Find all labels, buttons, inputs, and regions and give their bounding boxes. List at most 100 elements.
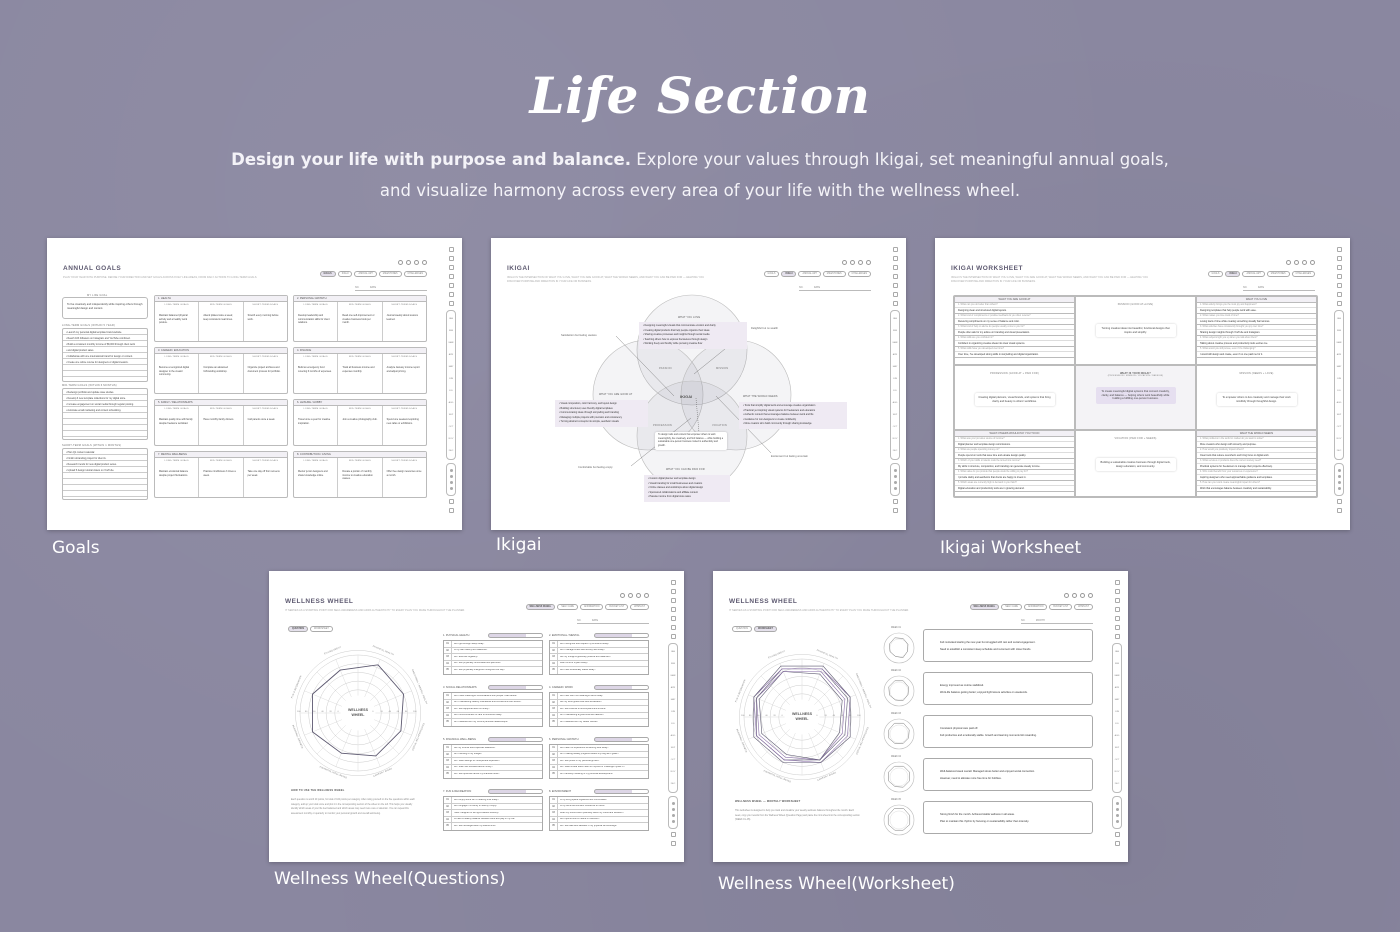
more-icon[interactable] <box>644 593 649 598</box>
notes-icon[interactable] <box>1336 499 1342 504</box>
goal-list-item[interactable]: • Launch my personal digital template br… <box>63 329 147 335</box>
share-icon[interactable] <box>406 260 411 265</box>
month-tab-jul[interactable]: JUL <box>671 723 675 725</box>
tab-affirmation[interactable]: AFFIRMATION <box>1023 604 1048 610</box>
month-tab-jan[interactable]: JAN <box>448 318 454 320</box>
tab-wishlist[interactable]: WISHLIST <box>630 604 649 610</box>
answer[interactable]: More creators who design with sincerity … <box>1197 442 1316 448</box>
notes-icon[interactable] <box>892 499 898 504</box>
month-tab-mar[interactable]: MAR <box>1114 675 1120 677</box>
quick-link-dot[interactable] <box>1115 802 1119 805</box>
chat-icon[interactable] <box>448 508 454 513</box>
answer[interactable]: Practical systems for freelancers to man… <box>1197 464 1316 470</box>
notes-icon[interactable] <box>448 499 454 504</box>
calendar-month-icon[interactable] <box>892 265 898 270</box>
mode-question[interactable]: QUESTION <box>732 626 752 632</box>
settings-icon[interactable] <box>1302 260 1307 265</box>
month-tab-feb[interactable]: FEB <box>448 330 454 332</box>
goal-list-item[interactable] <box>63 419 147 425</box>
month-tab-sep[interactable]: SEP <box>892 414 898 416</box>
month-tab-aug[interactable]: AUG <box>892 402 898 404</box>
quick-link-dot[interactable] <box>893 469 897 472</box>
calendar-icon[interactable] <box>1114 580 1120 585</box>
month-tab-feb[interactable]: FEB <box>1114 663 1120 665</box>
settings-icon[interactable] <box>414 260 419 265</box>
answer[interactable]: My skills in structure, composition, and… <box>955 464 1074 470</box>
tab-ikigai[interactable]: IKIGAI <box>781 271 797 277</box>
tab-affirmation[interactable]: AFFIRMATION <box>579 604 604 610</box>
month-tab-nov[interactable]: NOV <box>670 771 676 773</box>
month-tab-nov[interactable]: NOV <box>1336 438 1342 440</box>
month-tab-jan[interactable]: JAN <box>1336 318 1342 320</box>
quick-link-dot[interactable] <box>1337 475 1341 478</box>
goal-list-item[interactable] <box>63 365 147 371</box>
month-tab-may[interactable]: MAY <box>1336 366 1342 368</box>
answer[interactable]: People often ask for my advice on brandi… <box>955 330 1074 336</box>
month-tab-dec[interactable]: DEC <box>1114 783 1120 785</box>
score-slider[interactable] <box>594 633 649 638</box>
goal-list[interactable]: • Redesign portfolio and update case stu… <box>62 388 148 440</box>
chat-icon[interactable] <box>892 508 898 513</box>
month-tab-dec[interactable]: DEC <box>670 783 676 785</box>
tab-self-care[interactable]: SELF CARE <box>557 604 578 610</box>
cell-answer[interactable]: Turning creative ideas into beautiful, f… <box>1096 324 1176 337</box>
quick-link-dot[interactable] <box>449 475 453 478</box>
month-tab-jul[interactable]: JUL <box>893 390 897 392</box>
month-tab-aug[interactable]: AUG <box>1336 402 1342 404</box>
goal-list-item[interactable] <box>63 491 147 497</box>
month-tab-dec[interactable]: DEC <box>1336 450 1342 452</box>
month-tab-nov[interactable]: NOV <box>892 438 898 440</box>
chat-icon[interactable] <box>1336 508 1342 513</box>
number-date-field[interactable]: NO. DATE <box>355 286 427 291</box>
score-slider[interactable] <box>594 685 649 690</box>
chat-icon[interactable] <box>670 841 676 846</box>
calendar-icon[interactable] <box>892 247 898 252</box>
undo-icon[interactable] <box>398 260 403 265</box>
tab-goals[interactable]: GOALS <box>763 271 780 277</box>
quick-link-dot[interactable] <box>893 481 897 484</box>
quick-link-dot[interactable] <box>671 820 675 823</box>
score-slider[interactable] <box>594 789 649 794</box>
heart-icon[interactable] <box>448 301 454 306</box>
calendar-icon[interactable] <box>1336 247 1342 252</box>
settings-icon[interactable] <box>1080 593 1085 598</box>
month-tab-jul[interactable]: JUL <box>449 390 453 392</box>
tab-wishlist[interactable]: WISHLIST <box>1074 604 1093 610</box>
chat-icon[interactable] <box>1114 841 1120 846</box>
tab-wellness-wheel[interactable]: WELLNESS WHEEL <box>969 604 1000 610</box>
share-icon[interactable] <box>850 260 855 265</box>
month-tab-apr[interactable]: APR <box>1114 687 1120 689</box>
tab-wellness-wheel[interactable]: WELLNESS WHEEL <box>525 604 556 610</box>
month-tab-jan[interactable]: JAN <box>670 651 676 653</box>
